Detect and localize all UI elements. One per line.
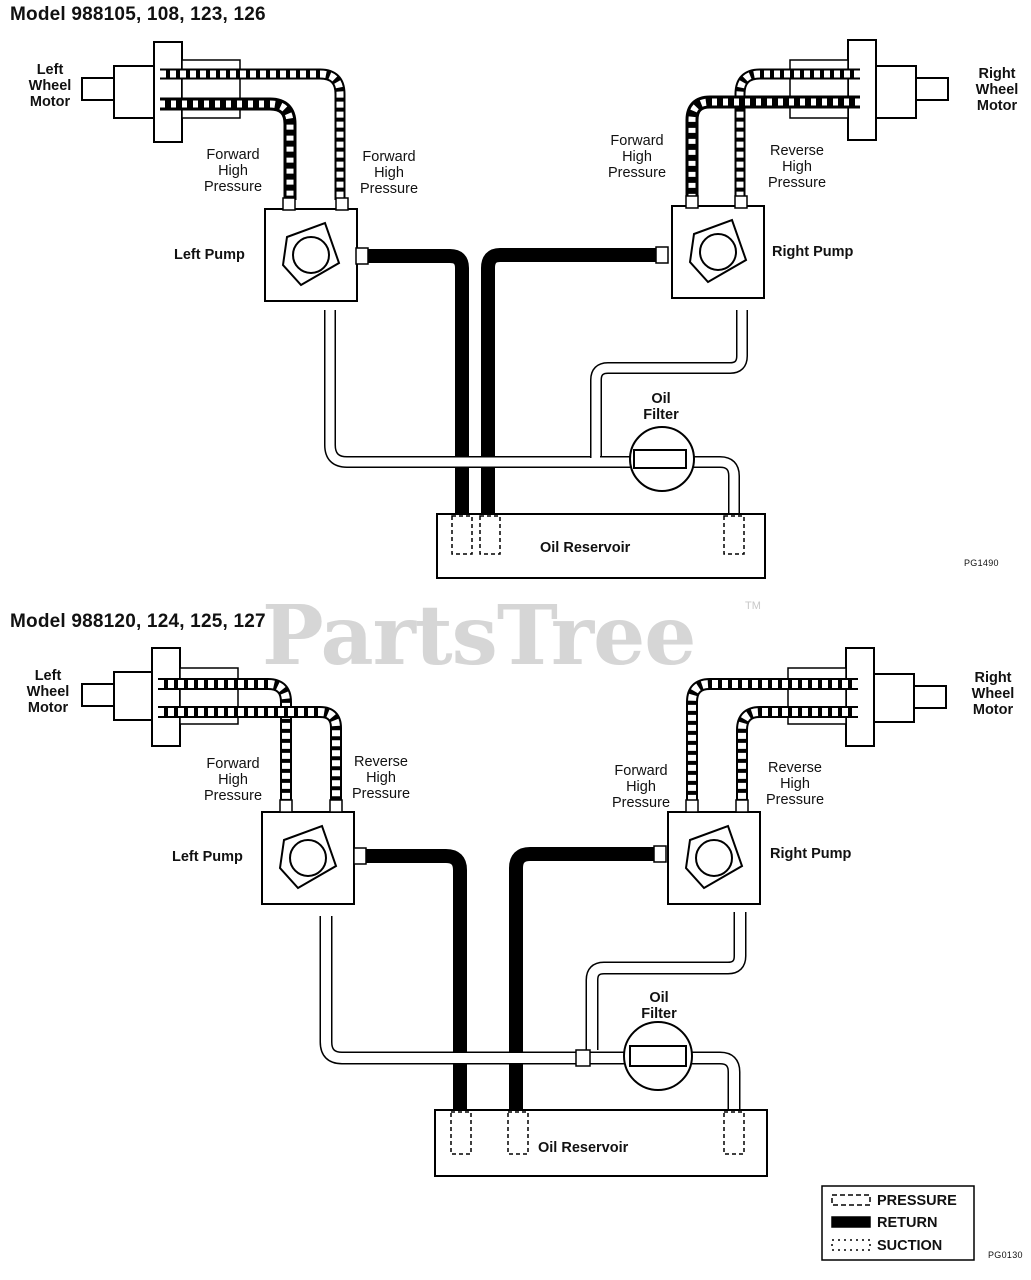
diagram2-title: Model 988120, 124, 125, 127 xyxy=(10,611,266,632)
diagram1-title: Model 988105, 108, 123, 126 xyxy=(10,4,266,25)
diagram1-left-motor-label: Left Wheel Motor xyxy=(28,62,72,110)
diagram1-art xyxy=(81,39,949,579)
diagram2-left-pump-label: Left Pump xyxy=(172,849,243,865)
diagram2-art xyxy=(81,647,947,1177)
diagram2-reservoir-label: Oil Reservoir xyxy=(538,1140,629,1156)
legend-suction-label: SUCTION xyxy=(877,1238,943,1254)
diagram2-left-line-label: Forward High Pressure xyxy=(203,756,263,804)
diagram1-left-line2-label: Forward High Pressure xyxy=(359,149,419,197)
diagram2-oil-filter-label: Oil Filter xyxy=(641,990,677,1022)
diagram2-code: PG0130 xyxy=(988,1250,1023,1260)
diagram1-left-line-label: Forward High Pressure xyxy=(203,147,263,195)
diagram2-right-line-label: Forward High Pressure xyxy=(611,763,671,811)
diagram2-left-line2-label: Reverse High Pressure xyxy=(351,754,411,802)
trademark-mark: TM xyxy=(745,600,761,612)
parts-tree-watermark: PartsTree xyxy=(262,588,696,684)
diagram2-right-line2-label: Reverse High Pressure xyxy=(765,760,825,808)
diagram2-right-pump-label: Right Pump xyxy=(770,846,852,862)
diagram1-oil-filter-label: Oil Filter xyxy=(643,391,679,423)
diagram1-reservoir-label: Oil Reservoir xyxy=(540,540,631,556)
diagram2-left-motor-label: Left Wheel Motor xyxy=(26,668,70,716)
diagram1-right-line2-label: Reverse High Pressure xyxy=(767,143,827,191)
diagram1-right-line-label: Forward High Pressure xyxy=(607,133,667,181)
diagram1-left-pump-label: Left Pump xyxy=(174,247,245,263)
diagram1-right-motor-label: Right Wheel Motor xyxy=(975,66,1019,114)
legend-pressure-label: PRESSURE xyxy=(877,1193,957,1209)
legend-return-label: RETURN xyxy=(877,1215,938,1231)
legend-art xyxy=(821,1185,975,1261)
diagram2-right-motor-label: Right Wheel Motor xyxy=(971,670,1015,718)
diagram1-right-pump-label: Right Pump xyxy=(772,244,854,260)
diagram1-code: PG1490 xyxy=(964,558,999,568)
